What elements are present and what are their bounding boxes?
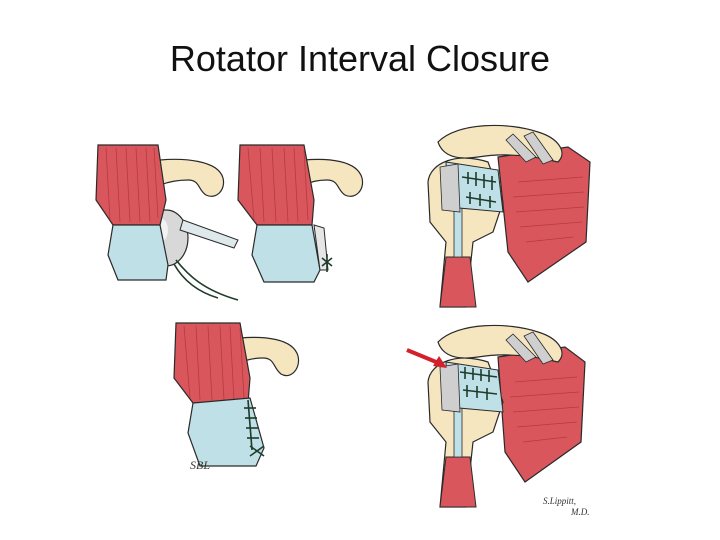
illustration-shoulder-arrow: S.Lippitt, M.D.: [405, 322, 595, 517]
signature-lippitt-degree: M.D.: [571, 507, 590, 517]
illustration-interval-tied: [232, 140, 382, 300]
illustration-interval-sutured: SBL: [168, 318, 318, 483]
signature-sbl: SBL: [190, 458, 211, 472]
illustration-shoulder-closure: [418, 122, 598, 312]
signature-lippitt-name: S.Lippitt,: [543, 496, 577, 506]
slide-title: Rotator Interval Closure: [169, 38, 551, 79]
illustration-open-interval: [88, 140, 248, 310]
